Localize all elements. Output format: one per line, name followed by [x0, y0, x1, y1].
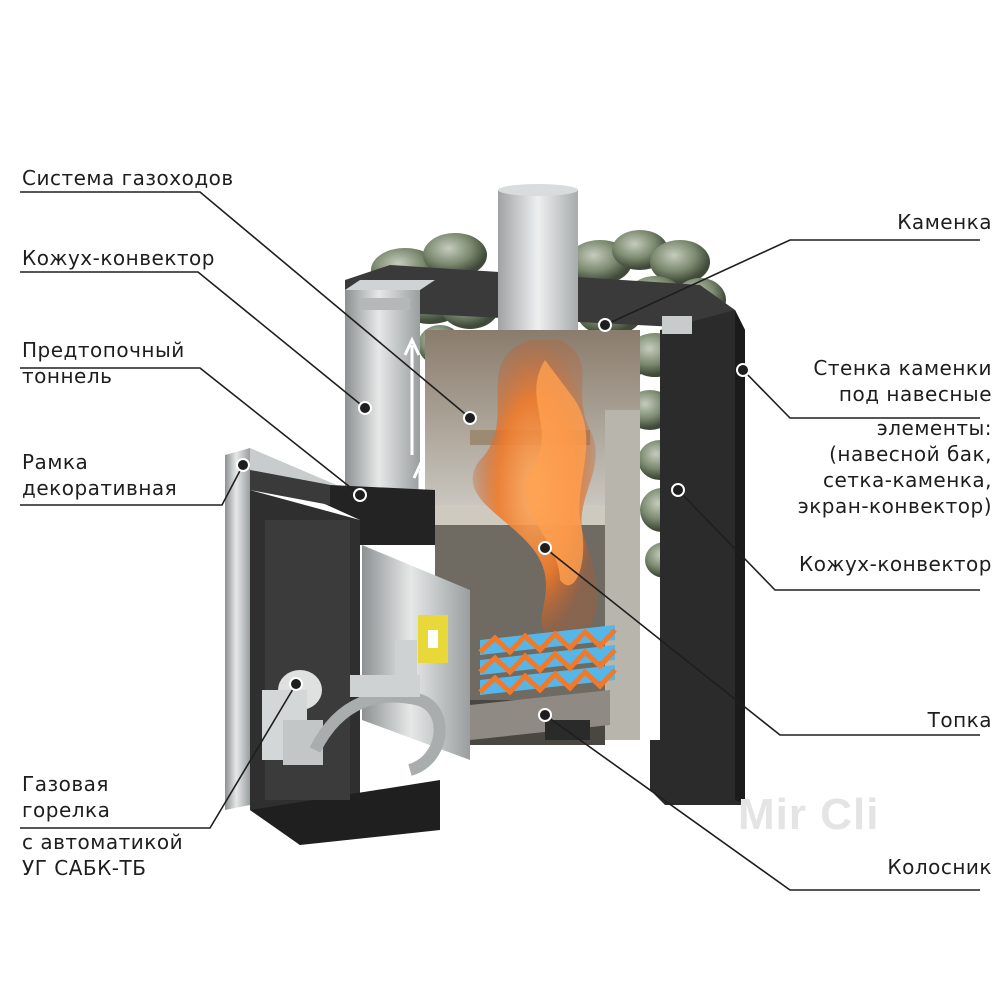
- burner-flames: [478, 625, 617, 696]
- label-frame-line2: декоративная: [22, 476, 178, 500]
- label-pre-furnace-line2: тоннель: [22, 364, 113, 388]
- label-wall-line3: элементы:: [876, 416, 992, 440]
- label-wall-line6: экран-конвектор): [797, 494, 992, 518]
- label-gas-ducts: Система газоходов: [22, 166, 234, 190]
- gas-burner: [262, 640, 446, 776]
- heater-wall-right: [650, 310, 745, 805]
- airflow-arrow-icon: [403, 336, 421, 455]
- decorative-frame: [225, 448, 250, 810]
- label-frame-line1: Рамка: [22, 450, 89, 474]
- label-casing-convector-right: Кожух-конвектор: [799, 552, 992, 576]
- label-wall-line4: (навесной бак,: [829, 442, 992, 466]
- marker-dots: [236, 318, 750, 722]
- label-burner-line3: с автоматикой: [22, 830, 184, 854]
- label-burner-line1: Газовая: [22, 772, 109, 796]
- label-firebox: Топка: [927, 708, 992, 732]
- label-grate: Колосник: [887, 855, 992, 879]
- label-wall-line5: сетка-каменка,: [822, 468, 992, 492]
- leader-lines: [20, 191, 980, 891]
- label-casing-convector-left: Кожух-конвектор: [22, 246, 215, 270]
- watermark: Mir Cli: [738, 790, 880, 839]
- label-wall-line2: под навесные: [838, 382, 992, 406]
- label-burner-line2: горелка: [22, 798, 111, 822]
- label-pre-furnace-line1: Предтопочный: [22, 338, 185, 362]
- chimney-pipe: [498, 190, 578, 330]
- convector-casing-left: [345, 290, 420, 505]
- label-wall-line1: Стенка каменки: [813, 356, 992, 380]
- label-stone-heater: Каменка: [897, 210, 992, 234]
- label-burner-line4: УГ САБК-ТБ: [22, 856, 147, 880]
